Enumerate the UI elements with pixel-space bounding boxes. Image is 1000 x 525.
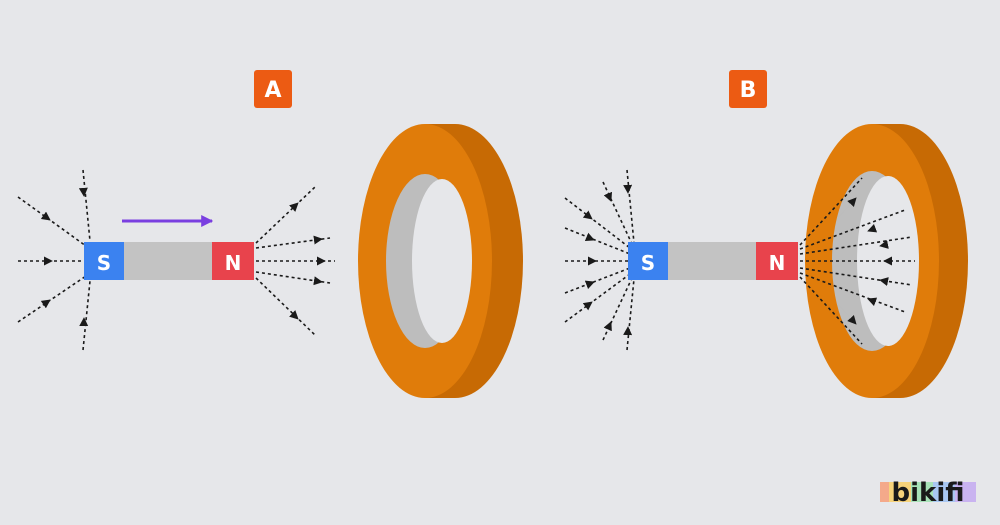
brand-wordmark: bikifi <box>892 478 965 508</box>
panel-a-south-pole <box>84 242 124 280</box>
panel-b-south-field-lines <box>564 169 635 351</box>
panel-b-bar-magnet: S N <box>628 242 798 280</box>
panel-a-badge: A <box>254 70 292 108</box>
brand-logo: bikifi <box>880 478 976 508</box>
panel-a-north-field-arrowheads <box>269 202 326 320</box>
panel-b-north-pole <box>756 242 798 280</box>
panel-a: A <box>17 70 523 398</box>
panel-a-north-pole <box>212 242 254 280</box>
panel-b-north-label: N <box>769 251 786 275</box>
panel-a-north-label: N <box>225 251 242 275</box>
panel-a-south-field-lines <box>17 169 91 351</box>
panel-b-north-field-arrowheads <box>835 197 894 325</box>
panel-b-south-label: S <box>641 251 655 275</box>
panel-b: B S <box>564 70 968 398</box>
panel-b-north-field-lines <box>799 177 915 345</box>
panel-b-south-pole <box>628 242 668 280</box>
panel-b-badge: B <box>729 70 767 108</box>
panel-a-ring <box>358 124 523 398</box>
panel-a-south-label: S <box>97 251 111 275</box>
panel-b-south-field-arrowheads <box>564 169 633 351</box>
panel-a-label: A <box>264 78 281 103</box>
panel-a-bar-magnet: S N <box>84 242 254 280</box>
panel-b-label: B <box>740 78 757 103</box>
